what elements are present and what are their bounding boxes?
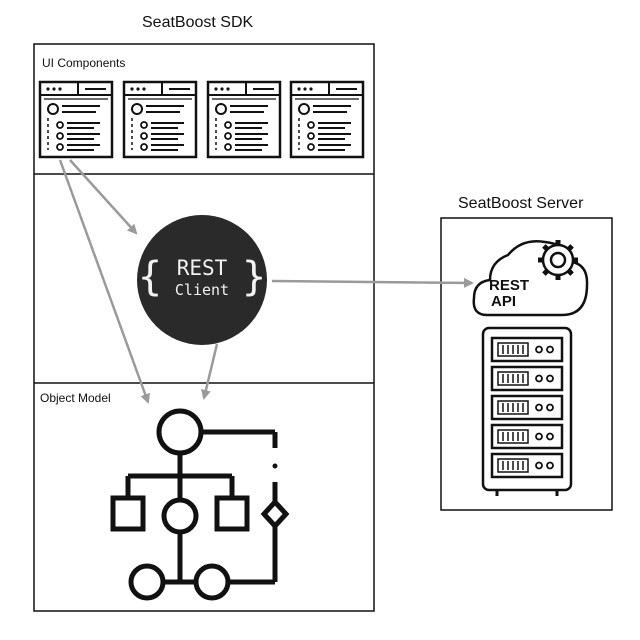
- ui-window-icon: [206, 80, 282, 159]
- server-title: SeatBoost Server: [458, 195, 584, 212]
- rest-client: { } REST Client: [137, 215, 267, 345]
- server-rack-icon: [481, 326, 573, 496]
- rest-client-brace-left: {: [138, 254, 162, 300]
- sdk-box: [33, 43, 375, 612]
- rest-client-line1: REST: [177, 256, 228, 280]
- object-model-label: Object Model: [40, 391, 111, 405]
- rest-client-brace-right: }: [242, 254, 266, 300]
- ui-window-icon: [122, 80, 198, 159]
- rest-api-line1: REST: [489, 277, 529, 294]
- rest-client-line2: Client: [175, 281, 229, 299]
- ui-window-icon: [38, 80, 114, 159]
- flowchart-icon: [110, 408, 290, 601]
- sdk-title: SeatBoost SDK: [142, 14, 254, 31]
- server-box: [440, 217, 613, 511]
- ui-components-label: UI Components: [42, 56, 126, 70]
- rest-api-line2: API: [491, 293, 516, 310]
- ui-window-icon: [289, 80, 365, 159]
- connection-arrows: [58, 159, 474, 404]
- cloud-gear-icon: REST API: [472, 240, 589, 317]
